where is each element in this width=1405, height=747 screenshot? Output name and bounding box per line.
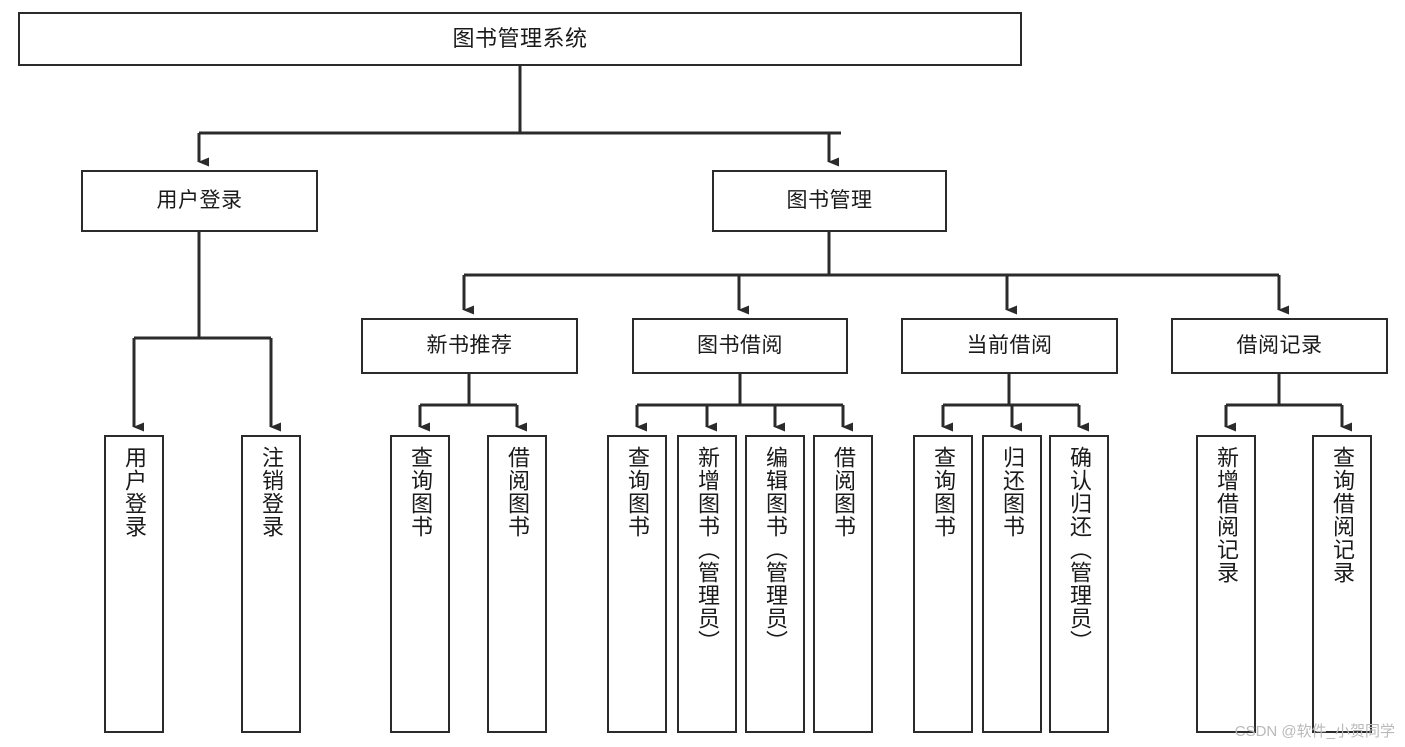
node-current-borrow-label: 当前借阅 [966, 334, 1053, 358]
edge-group-user-login [132, 232, 281, 432]
node-leaf-borrow-book-1[interactable]: 借阅图书 [487, 435, 547, 733]
node-book-management-label: 图书管理 [786, 189, 873, 213]
node-leaf-borrow-book-1-label: 借阅图书 [505, 446, 530, 538]
watermark-text: CSDN @软件_小贺同学 [1234, 723, 1395, 740]
edge-group-current-borrow [941, 374, 1089, 432]
node-user-login[interactable]: 用户登录 [81, 170, 318, 232]
node-leaf-confirm-return[interactable]: 确认归还（管理员） [1049, 435, 1109, 733]
edge-group-book-management [462, 232, 1289, 315]
node-leaf-return-book-label: 归还图书 [1000, 446, 1025, 538]
node-current-borrow[interactable]: 当前借阅 [901, 318, 1118, 374]
node-book-management[interactable]: 图书管理 [712, 170, 947, 232]
edge-group-borrow-record [1224, 374, 1352, 432]
node-leaf-query-record-label: 查询借阅记录 [1330, 446, 1355, 584]
node-root-label: 图书管理系统 [452, 25, 588, 51]
node-leaf-add-book-label: 新增图书（管理员） [695, 446, 720, 653]
node-leaf-borrow-book-2[interactable]: 借阅图书 [813, 435, 873, 733]
node-root[interactable]: 图书管理系统 [18, 12, 1022, 66]
node-leaf-borrow-book-2-label: 借阅图书 [831, 446, 856, 538]
node-borrow-record[interactable]: 借阅记录 [1171, 318, 1388, 374]
node-leaf-add-book[interactable]: 新增图书（管理员） [677, 435, 737, 733]
node-leaf-query-book-1[interactable]: 查询图书 [390, 435, 450, 733]
node-leaf-user-login[interactable]: 用户登录 [104, 435, 164, 733]
node-leaf-return-book[interactable]: 归还图书 [982, 435, 1042, 733]
node-leaf-confirm-return-label: 确认归还（管理员） [1067, 446, 1092, 653]
node-leaf-query-book-3-label: 查询图书 [931, 446, 956, 538]
node-user-login-label: 用户登录 [156, 189, 243, 213]
node-leaf-add-record-label: 新增借阅记录 [1214, 446, 1239, 584]
node-borrow-record-label: 借阅记录 [1236, 334, 1323, 358]
node-leaf-query-book-1-label: 查询图书 [408, 446, 433, 538]
node-new-book-recommend[interactable]: 新书推荐 [361, 318, 578, 374]
node-leaf-query-book-2-label: 查询图书 [625, 446, 650, 538]
node-leaf-query-record[interactable]: 查询借阅记录 [1312, 435, 1372, 733]
node-leaf-user-login-label: 用户登录 [122, 446, 147, 538]
edge-group-new-book-recommend [418, 374, 527, 432]
node-leaf-query-book-2[interactable]: 查询图书 [607, 435, 667, 733]
node-leaf-edit-book[interactable]: 编辑图书（管理员） [745, 435, 805, 733]
edge-group-root [197, 66, 841, 167]
node-book-borrow-label: 图书借阅 [697, 334, 783, 358]
edge-group-book-borrow [635, 374, 853, 432]
node-leaf-logout[interactable]: 注销登录 [241, 435, 301, 733]
node-leaf-logout-label: 注销登录 [259, 446, 284, 538]
node-book-borrow[interactable]: 图书借阅 [632, 318, 848, 374]
node-leaf-query-book-3[interactable]: 查询图书 [913, 435, 973, 733]
node-new-book-recommend-label: 新书推荐 [426, 334, 513, 358]
node-leaf-add-record[interactable]: 新增借阅记录 [1196, 435, 1256, 733]
node-leaf-edit-book-label: 编辑图书（管理员） [763, 446, 788, 653]
